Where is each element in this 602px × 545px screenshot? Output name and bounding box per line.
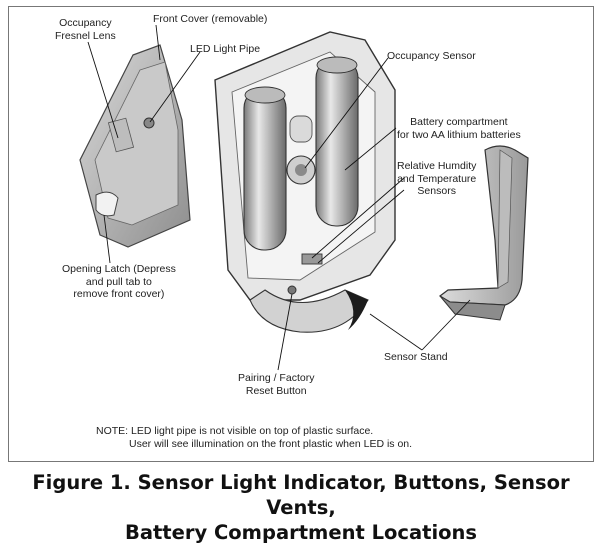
sensor-illustration: [79, 24, 529, 371]
led-light-pipe-label: LED Light Pipe: [190, 43, 261, 55]
pairing-button-label: Pairing / Factory Reset Button: [238, 372, 315, 397]
humidity-sensors-label: Relative Humdity and Temperature Sensors: [397, 160, 477, 197]
battery-left: [243, 87, 287, 251]
opening-latch: [95, 191, 119, 217]
led-light-pipe: [143, 117, 155, 129]
front-cover: [79, 44, 191, 248]
leader-lines: [87, 24, 471, 371]
battery-compartment-label: Battery compartment for two AA lithium b…: [397, 116, 521, 141]
fresnel-lens-label: Occupancy Fresnel Lens: [55, 17, 116, 42]
front-cover-label: Front Cover (removable): [153, 13, 268, 25]
note-text: NOTE: LED light pipe is not visible on t…: [96, 425, 413, 450]
humidity-sensor-vent: [301, 253, 323, 265]
sensor-stand: [438, 145, 529, 321]
occupancy-sensor-label: Occupancy Sensor: [387, 50, 476, 62]
opening-latch-label: Opening Latch (Depress and pull tab to r…: [62, 263, 176, 300]
sensor-stand-label: Sensor Stand: [384, 351, 448, 363]
figure-caption: Figure 1. Sensor Light Indicator, Button…: [32, 471, 570, 544]
sensor-housing: [214, 31, 396, 333]
battery-right: [315, 57, 359, 227]
pairing-reset-button: [287, 285, 297, 295]
